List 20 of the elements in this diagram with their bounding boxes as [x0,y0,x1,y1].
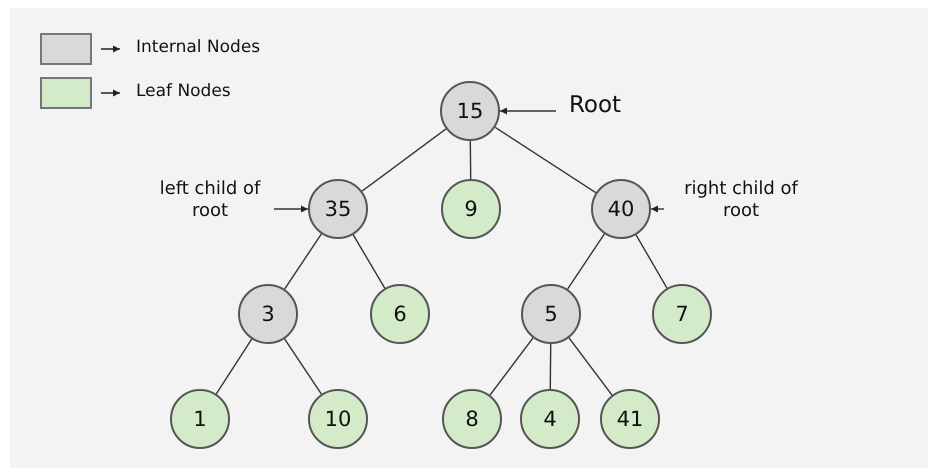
tree-edge [352,234,386,289]
annotation-label: Root [560,92,630,120]
legend-label: Leaf Nodes [136,81,231,101]
tree-edge [489,338,534,396]
pointer-arrow [274,206,308,212]
legend-label: Internal Nodes [136,37,260,57]
tree-edge [216,338,252,394]
tree-edge [284,338,322,394]
tree-edge [470,141,472,179]
tree-edge [568,338,613,396]
tree-edge [284,234,322,290]
tree-edge [362,128,446,192]
tree-edge [567,234,605,290]
pointer-arrow [500,108,556,114]
annotation-label: right child of root [668,178,814,222]
pointer-arrow [651,206,664,212]
annotation-label: left child of root [150,178,270,222]
tree-edge [635,234,668,288]
tree-edge [494,126,596,194]
tree-edge [550,344,552,389]
